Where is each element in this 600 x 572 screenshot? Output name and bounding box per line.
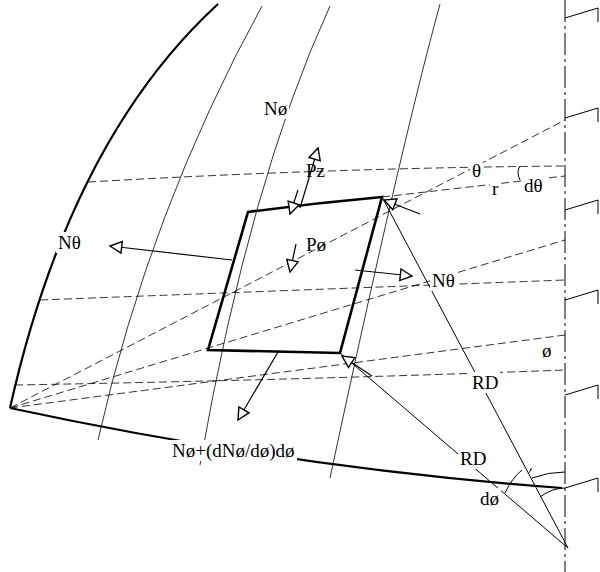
force-label: Nθ <box>56 232 83 253</box>
parallel-line <box>10 240 565 408</box>
load-arrow <box>290 244 296 272</box>
radius-label: r <box>490 178 500 199</box>
axis-line <box>565 0 566 572</box>
parallel-line <box>10 335 565 408</box>
force-arrow <box>355 270 412 276</box>
cut-edge <box>565 8 598 492</box>
meridian-line <box>330 4 440 478</box>
load-label: Pz <box>304 160 327 181</box>
angle-label: dθ <box>522 175 545 196</box>
corner-arrow <box>384 200 420 214</box>
shell-edge <box>10 4 218 408</box>
angle-arc <box>540 488 565 497</box>
shell-edge <box>10 408 562 488</box>
angle-arc <box>532 472 565 478</box>
parallel-line <box>40 280 565 300</box>
angle-arc <box>518 166 520 180</box>
meridian-line <box>98 6 262 440</box>
radius-line <box>382 197 568 548</box>
corner-arrow <box>342 356 372 376</box>
angle-arc <box>528 469 532 474</box>
angle-label: θ <box>470 160 483 181</box>
load-label: Pø <box>304 234 328 255</box>
angle-arc <box>505 470 522 493</box>
parallel-line <box>10 120 565 408</box>
radius-label: RD <box>470 372 500 393</box>
force-label: Nθ <box>430 270 457 291</box>
shell-element <box>208 197 382 353</box>
angle-label: dø <box>478 488 501 509</box>
angle-label: ø <box>540 340 554 361</box>
force-label: Nø+(dNø/dø)dø <box>170 440 297 461</box>
force-arrow <box>238 352 278 420</box>
meridian-line <box>200 6 330 465</box>
force-label: Nø <box>262 98 289 119</box>
load-arrow <box>290 190 298 214</box>
radius-label: RD <box>458 448 488 469</box>
force-arrow <box>110 246 232 260</box>
radius-line <box>340 353 568 548</box>
